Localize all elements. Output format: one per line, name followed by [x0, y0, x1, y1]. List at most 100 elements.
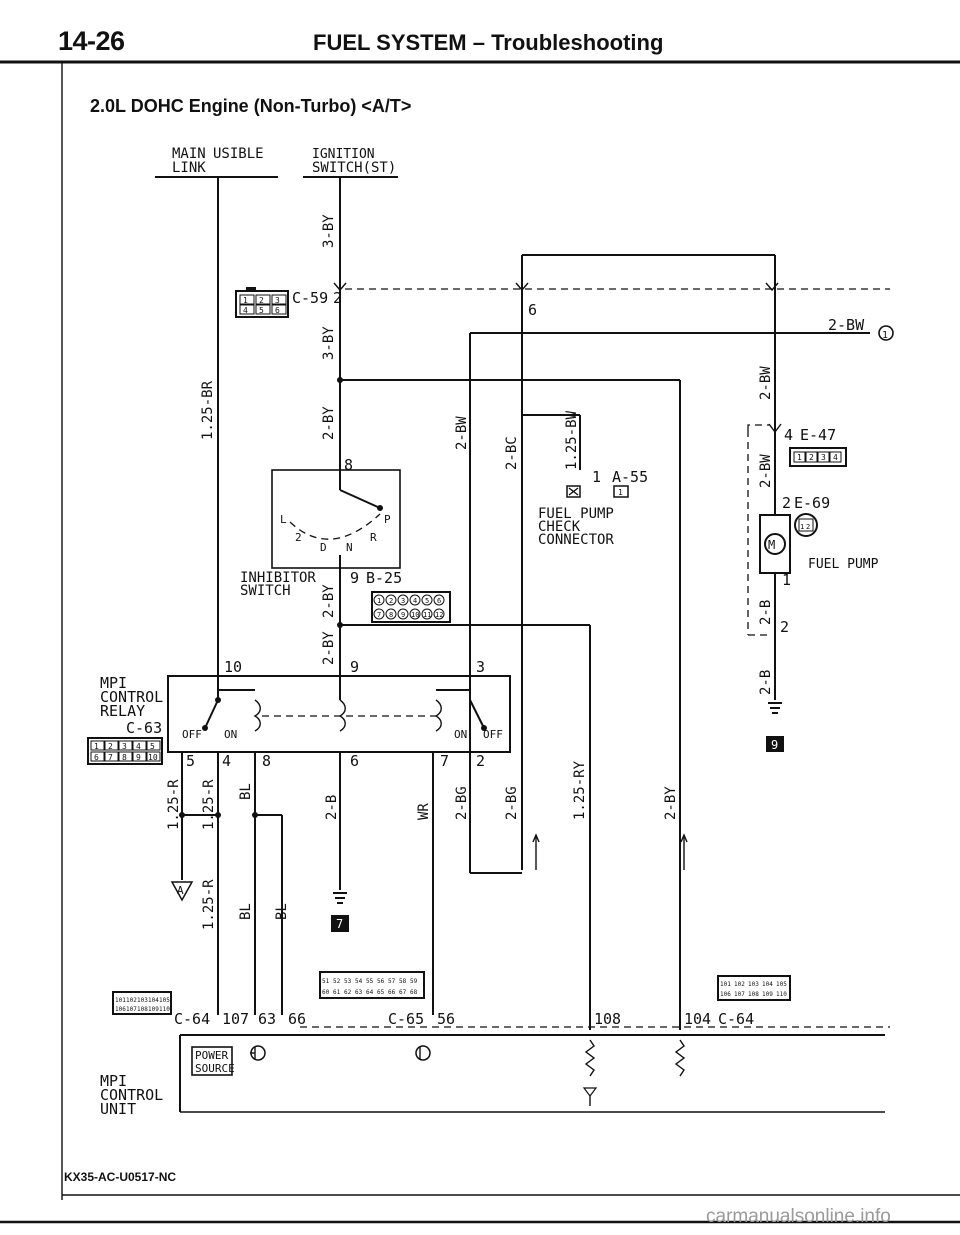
pin-relay-9: 9	[350, 658, 359, 676]
svg-text:103: 103	[748, 981, 759, 988]
b25-label: B-25	[366, 569, 402, 587]
svg-text:12: 12	[435, 611, 443, 619]
pin-relay-7: 7	[440, 752, 449, 770]
svg-text:4: 4	[833, 453, 838, 462]
wire-label-2bw-right: 2-BW	[758, 366, 774, 400]
svg-text:1: 1	[800, 523, 804, 531]
svg-text:5: 5	[425, 597, 429, 605]
c65-connector-icon: 51 52 53 54 55 56 57 58 59 60 61 62 63 6…	[319, 971, 425, 999]
pin-e69-2: 2	[782, 494, 791, 512]
svg-text:2: 2	[108, 742, 113, 751]
svg-text:54: 54	[355, 978, 363, 985]
pin-ecu-108: 108	[594, 1010, 621, 1028]
wire-label-3by-top: 3-BY	[321, 214, 337, 248]
relay-switch-right	[469, 699, 485, 729]
wire-label-2b-pump: 2-B	[758, 600, 774, 625]
wire-label-2b-ground: 2-B	[758, 670, 774, 695]
pin-e47-2: 2	[780, 618, 789, 636]
wire-label-2bw-e47: 2-BW	[758, 454, 774, 488]
relay-switch-left	[204, 699, 219, 729]
svg-text:105: 105	[159, 997, 170, 1004]
svg-text:1: 1	[797, 453, 802, 462]
pin-relay-4: 4	[222, 752, 231, 770]
c65-label: C-65	[388, 1010, 424, 1028]
pin-c59-2: 2	[333, 289, 342, 307]
svg-text:53: 53	[344, 978, 352, 985]
pin-relay-2: 2	[476, 752, 485, 770]
relay-label-3: RELAY	[100, 702, 145, 720]
pin-ecu-56: 56	[437, 1010, 455, 1028]
relay-label-1: MPI	[100, 674, 127, 692]
wire-label-2bg-1: 2-BG	[454, 786, 470, 820]
svg-text:9: 9	[771, 738, 778, 752]
svg-text:109: 109	[762, 991, 773, 998]
svg-text:58: 58	[399, 978, 407, 985]
ecu-label-1: MPI	[100, 1072, 127, 1090]
svg-text:66: 66	[388, 989, 396, 996]
svg-text:2: 2	[389, 597, 393, 605]
diagram-subtitle: 2.0L DOHC Engine (Non-Turbo) <A/T>	[90, 96, 412, 116]
c59-label: C-59	[292, 289, 328, 307]
svg-text:107: 107	[734, 991, 745, 998]
ignition-label-2: SWITCH(ST)	[312, 160, 396, 176]
svg-text:10: 10	[411, 611, 419, 619]
page-number: 14-26	[58, 26, 125, 56]
fuel-pump-motor-icon	[764, 533, 786, 555]
pin-ecu-66: 66	[288, 1010, 306, 1028]
svg-text:9: 9	[136, 753, 141, 762]
inh-pos-n: N	[346, 541, 353, 554]
svg-text:7: 7	[108, 753, 113, 762]
inhibitor-switch-frame	[271, 469, 401, 569]
svg-text:55: 55	[366, 978, 374, 985]
svg-text:108: 108	[748, 991, 759, 998]
svg-text:8: 8	[389, 611, 393, 619]
fuel-pump-check-label-1: FUEL PUMP	[538, 506, 614, 522]
inh-pos-l: L	[280, 513, 287, 526]
wire-label-2b-mid: 2-B	[324, 795, 340, 820]
a55-label: A-55	[612, 468, 648, 486]
pin-b25-9: 9	[350, 569, 359, 587]
c63-connector-icon: 1 2 3 4 5 6 7 8 9 10	[87, 737, 163, 765]
inh-pos-d: D	[320, 541, 327, 554]
svg-text:5: 5	[259, 306, 264, 315]
wire-label-2by-right: 2-BY	[663, 786, 679, 820]
svg-text:11: 11	[423, 611, 431, 619]
svg-text:62: 62	[344, 989, 352, 996]
relay-coil-left	[253, 699, 261, 732]
svg-text:6: 6	[275, 306, 280, 315]
wire-label-125ry: 1.25-RY	[572, 760, 588, 820]
svg-text:102: 102	[734, 981, 745, 988]
c64-right-connector-icon: 101 102 103 104 105 106 107 108 109 110	[717, 975, 791, 1001]
page-title: FUEL SYSTEM – Troubleshooting	[313, 30, 664, 55]
fuel-pump-check-label-2: CHECK	[538, 519, 581, 535]
svg-text:3: 3	[401, 597, 405, 605]
relay-coil-right	[434, 699, 442, 732]
relay-label-2: CONTROL	[100, 688, 163, 706]
svg-text:65: 65	[377, 989, 385, 996]
ignition-label-1: IGNITION	[312, 147, 375, 162]
svg-text:3: 3	[275, 296, 280, 305]
c64-left-connector-icon: 101 102 103 104 105 106 107 108 109 110	[112, 991, 172, 1015]
wire-label-2bc: 2-BC	[504, 436, 520, 470]
svg-text:67: 67	[399, 989, 407, 996]
wire-label-2by-b: 2-BY	[321, 584, 337, 618]
pin-c59-6: 6	[528, 301, 537, 319]
svg-text:5: 5	[150, 742, 155, 751]
c64-left-label: C-64	[174, 1010, 210, 1028]
watermark: carmanualsonline.info	[706, 1206, 891, 1227]
wire-label-wr: WR	[416, 803, 432, 820]
e69-connector-icon: 1 2	[794, 513, 818, 537]
inh-pos-r: R	[370, 531, 377, 544]
svg-text:1: 1	[618, 488, 623, 497]
inh-pos-p: P	[384, 513, 391, 526]
e47-label: E-47	[800, 426, 836, 444]
pin-relay-3: 3	[476, 658, 485, 676]
fuel-pump-check-label-3: CONNECTOR	[538, 532, 614, 548]
wire-label-125bw: 1.25-BW	[564, 410, 580, 470]
svg-text:106: 106	[115, 1006, 126, 1013]
svg-text:2: 2	[809, 453, 814, 462]
svg-text:6: 6	[437, 597, 441, 605]
power-source-box	[191, 1046, 233, 1076]
svg-text:107: 107	[126, 1006, 137, 1013]
